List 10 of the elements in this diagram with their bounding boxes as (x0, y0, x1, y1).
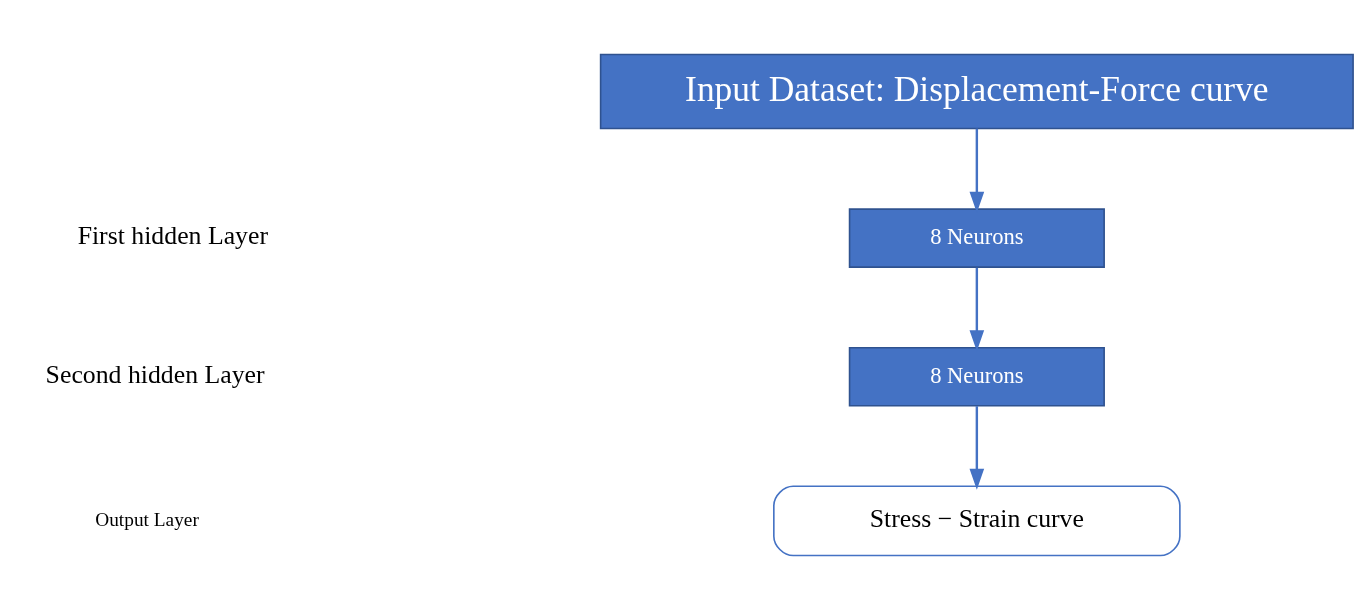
arrow (969, 267, 985, 351)
label: First hidden Layer (77, 220, 268, 250)
node-box: 8 Neurons (848, 346, 1105, 406)
arrow (969, 405, 985, 490)
label: Second hidden Layer (45, 359, 265, 389)
arrow (969, 128, 985, 213)
node-box: 8 Neurons (848, 207, 1105, 268)
node-box: Input Dataset: Displacement-Force curve (599, 53, 1354, 129)
node-box: Stress − Strain curve (773, 484, 1181, 556)
label: Output Layer (95, 508, 199, 530)
